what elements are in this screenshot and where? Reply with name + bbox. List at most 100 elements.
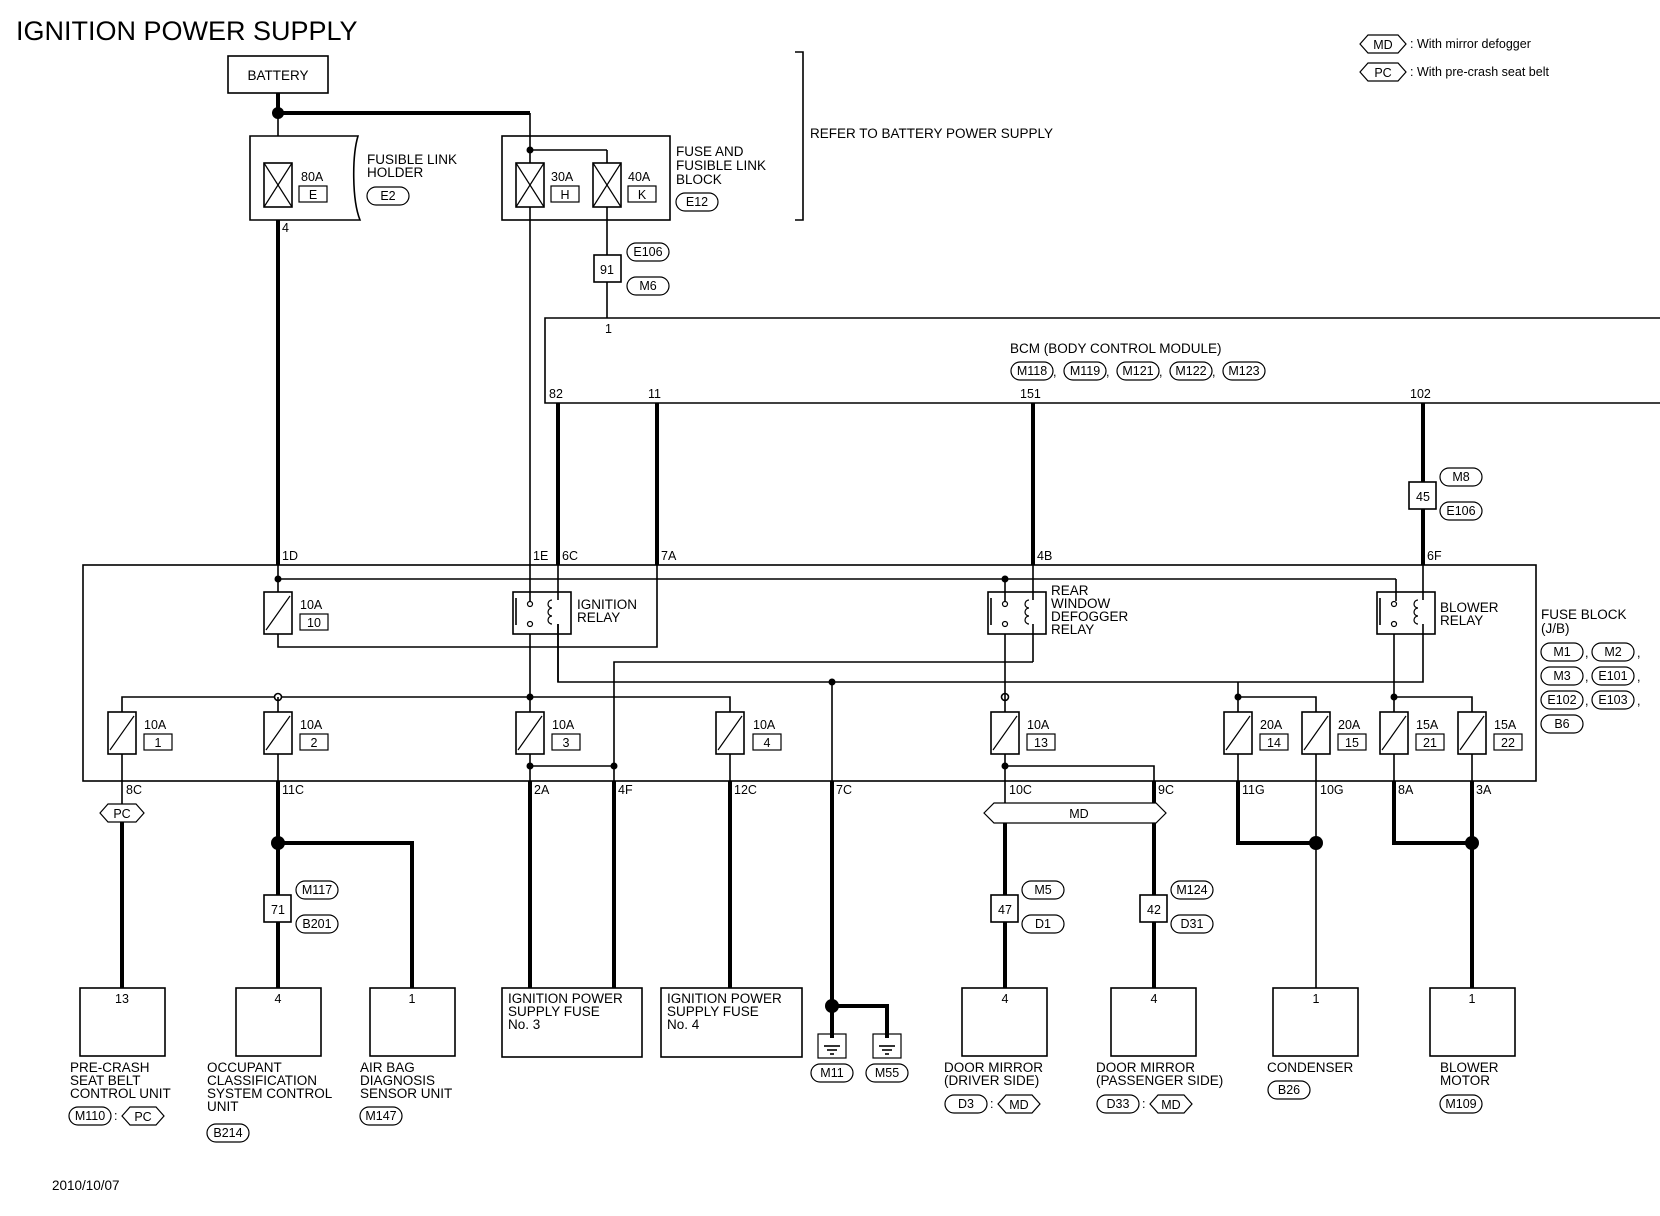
comp-ign-fuse-3-label-1: IGNITION POWER [508, 991, 623, 1006]
comp-airbag-label-3: SENSOR UNIT [360, 1086, 452, 1101]
comp-blower-box [1429, 987, 1516, 1057]
fuse-40a-amp: 40A [628, 170, 651, 184]
joint-71-conn-bot: B201 [302, 917, 331, 931]
joint-45-num: 45 [1416, 490, 1430, 504]
pin-12c: 12C [734, 783, 757, 797]
rear-defogger-relay-box [987, 591, 1047, 635]
joint-42-conn-top: M124 [1176, 883, 1207, 897]
legend: MD : With mirror defogger PC : With pre-… [1359, 34, 1549, 82]
svg-text:15A: 15A [1494, 718, 1517, 732]
connector-e12-oval [675, 192, 719, 212]
bcm-conn-m121: M121 [1122, 364, 1153, 378]
md-option-tag: MD [1069, 807, 1088, 821]
fuse-1: 10A 1 [107, 711, 173, 755]
fuse-fl-block-label-3: BLOCK [676, 172, 722, 187]
comp-condenser-pin: 1 [1313, 992, 1320, 1006]
comp-occupant-box [235, 987, 322, 1057]
joint-71-conn-top: M117 [302, 883, 332, 897]
pin-2a: 2A [534, 783, 550, 797]
svg-text:,: , [1637, 670, 1640, 684]
comp-pre-crash-conn: M110 [75, 1109, 105, 1123]
battery-box [227, 55, 329, 94]
connector-e2-oval [366, 186, 410, 206]
joint-47-conn-top: M5 [1034, 883, 1051, 897]
comp-occupant-label-4: UNIT [207, 1099, 239, 1114]
comp-pre-crash-label-3: CONTROL UNIT [70, 1086, 171, 1101]
fuse-2: 10A 2 [263, 711, 329, 755]
joint-91-conn-bot: M6 [639, 279, 656, 293]
fuse-14: 20A 14 [1223, 711, 1289, 755]
bcm-conn-m118: M118 [1017, 364, 1047, 378]
svg-text::: : [1142, 1097, 1145, 1111]
comp-airbag-label-2: DIAGNOSIS [360, 1073, 435, 1088]
pin-4f: 4F [618, 783, 633, 797]
pin-10g: 10G [1320, 783, 1344, 797]
rear-relay-label-1: REAR [1051, 583, 1089, 598]
refer-bracket [795, 51, 804, 221]
ground-m55: M55 [875, 1066, 899, 1080]
svg-text:,: , [1212, 365, 1215, 379]
joint-91-box [593, 254, 622, 283]
comp-mirror-driver-conn: D3 [958, 1097, 974, 1111]
diagram-date: 2010/10/07 [52, 1178, 120, 1193]
comp-airbag-conn: M147 [365, 1109, 396, 1123]
pin-7a: 7A [661, 549, 677, 563]
legend-md-tag: MD [1373, 38, 1392, 52]
fuse-block-box [82, 564, 1537, 782]
comp-condenser-label: CONDENSER [1267, 1060, 1354, 1075]
joint-47-num: 47 [998, 903, 1012, 917]
comp-pre-crash-opt: PC [134, 1110, 151, 1124]
svg-text:10A: 10A [300, 718, 323, 732]
pin-4b: 4B [1037, 549, 1052, 563]
comp-blower-label-2: MOTOR [1440, 1073, 1490, 1088]
svg-text::: : [114, 1109, 117, 1123]
refer-note: REFER TO BATTERY POWER SUPPLY [810, 126, 1053, 141]
splice-dot [272, 107, 284, 119]
fuse-80a-amp: 80A [301, 170, 324, 184]
bcm-conn-m122: M122 [1175, 364, 1206, 378]
fb-conn-m3: M3 [1553, 669, 1570, 683]
comp-airbag-label-1: AIR BAG [360, 1060, 415, 1075]
fuse-30a-amp: 30A [551, 170, 574, 184]
svg-text:,: , [1106, 365, 1109, 379]
comp-condenser-box [1272, 987, 1359, 1057]
svg-text:14: 14 [1267, 736, 1281, 750]
legend-md-text: : With mirror defogger [1410, 37, 1531, 51]
bcm-pin-82: 82 [549, 387, 563, 401]
wire-4f-internal [613, 661, 1033, 781]
comp-mirror-driver-pin: 4 [1002, 992, 1009, 1006]
fuse-fl-block-label-1: FUSE AND [676, 144, 744, 159]
comp-mirror-pass-box [1110, 987, 1197, 1057]
svg-text:,: , [1637, 694, 1640, 708]
ignition-relay-label-2: RELAY [577, 610, 620, 625]
bcm-pin-11: 11 [648, 387, 661, 401]
comp-ign-fuse-4-label-3: No. 4 [667, 1017, 700, 1032]
pin-1e: 1E [533, 549, 548, 563]
joint-91-conn-top: E106 [633, 245, 662, 259]
bcm-label: BCM (BODY CONTROL MODULE) [1010, 341, 1222, 356]
svg-text:10A: 10A [552, 718, 575, 732]
pc-option-tag: PC [113, 807, 130, 821]
comp-occupant-pin: 4 [275, 992, 282, 1006]
battery-label: BATTERY [247, 68, 308, 83]
legend-pc-hex [1359, 62, 1407, 82]
comp-mirror-pass-label-2: (PASSENGER SIDE) [1096, 1073, 1223, 1088]
comp-ign-fuse-3-label-2: SUPPLY FUSE [508, 1004, 600, 1019]
ground-symbol-m55 [872, 1033, 902, 1059]
svg-text:20A: 20A [1260, 718, 1283, 732]
fb-conn-e101: E101 [1598, 669, 1627, 683]
ign-bus-left [121, 696, 731, 720]
svg-text:,: , [1159, 365, 1162, 379]
comp-condenser-conn: B26 [1278, 1083, 1300, 1097]
fuse-10-amp: 10A [300, 598, 323, 612]
ground-symbol-m11 [817, 1033, 847, 1059]
ignition-relay-label-1: IGNITION [577, 597, 637, 612]
joint-45-conn-top: M8 [1452, 470, 1469, 484]
bcm-conn-m123: M123 [1228, 364, 1259, 378]
svg-text:20A: 20A [1338, 718, 1361, 732]
fuse-21: 15A 21 [1379, 711, 1445, 755]
svg-text:3: 3 [563, 736, 570, 750]
comp-blower-pin: 1 [1469, 992, 1476, 1006]
pin-6c: 6C [562, 549, 578, 563]
